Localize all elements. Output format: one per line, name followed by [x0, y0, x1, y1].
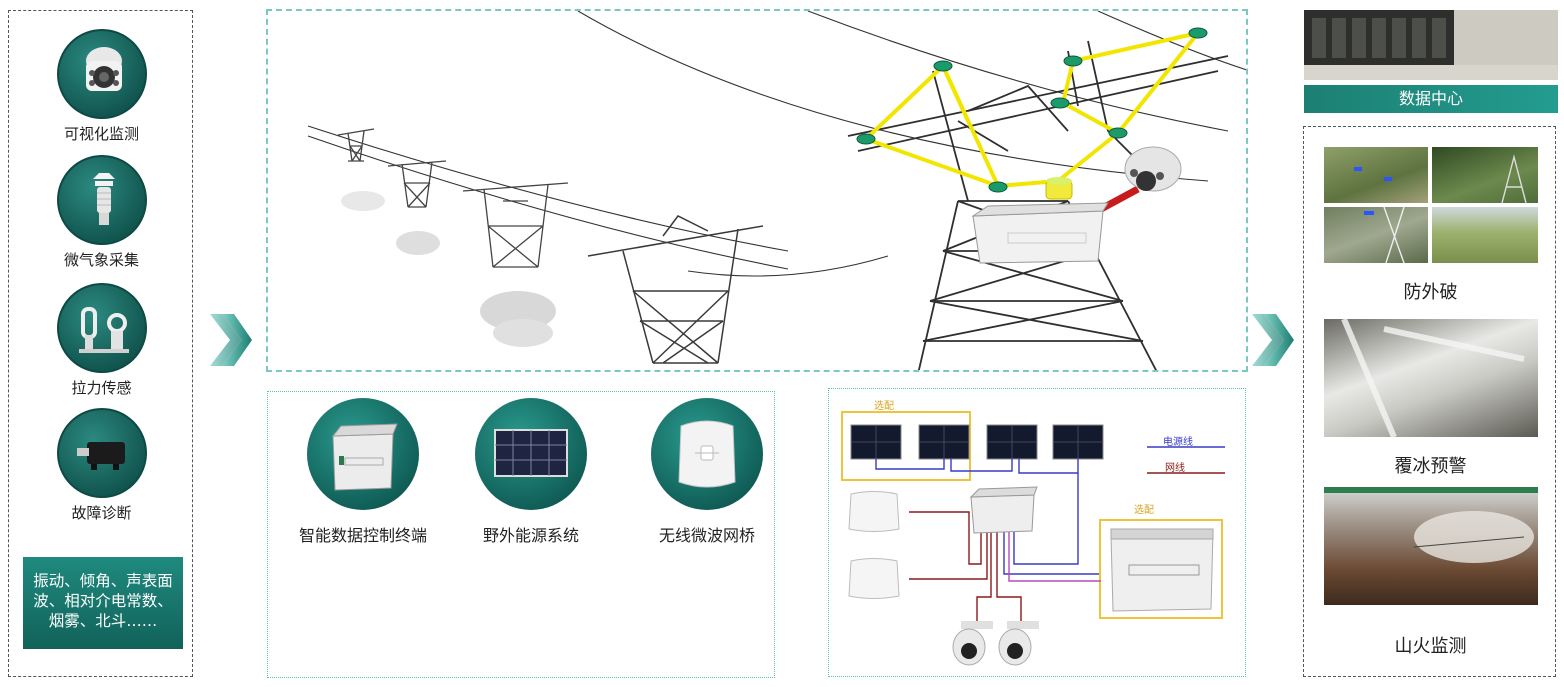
sensor-panel: 可视化监测 微气象采集 拉力传感 [8, 10, 193, 677]
optional-battery-group [1099, 519, 1223, 619]
sensor-label: 故障诊断 [71, 504, 132, 522]
icing-warning-photo [1324, 319, 1538, 437]
device-panel: 智能数据控制终端 野外能源系统 无线微波网桥 [267, 391, 775, 678]
anti-damage-photo-4 [1432, 207, 1538, 263]
chevron-right-icon [1252, 314, 1294, 366]
transmission-towers-illustration [307, 11, 1246, 370]
app-title-icing-warning: 覆冰预警 [1394, 456, 1467, 477]
device-label: 智能数据控制终端 [298, 526, 427, 545]
optional-label: 选配 [1134, 505, 1154, 516]
control-terminal-icon [307, 398, 419, 510]
app-title-anti-damage: 防外破 [1403, 282, 1458, 303]
camera-icon [56, 29, 147, 119]
device-label: 无线微波网桥 [658, 526, 755, 545]
device-control-terminal: 智能数据控制终端 [278, 398, 448, 546]
optional-solar-group [841, 411, 971, 481]
device-label: 野外能源系统 [482, 526, 579, 545]
wildfire-monitoring-photo [1324, 487, 1538, 605]
data-center-photo [1304, 10, 1558, 80]
sensor-visual-monitoring: 可视化监测 [9, 29, 194, 144]
anti-damage-photo-2 [1432, 147, 1538, 203]
wiring-lines [848, 424, 1225, 666]
fault-diagnosis-icon [56, 408, 147, 498]
legend-power-line: 电源线 [1163, 437, 1193, 448]
data-center: 数据中心 [1304, 10, 1558, 113]
microwave-bridge-icon [651, 398, 763, 510]
solar-panel-icon [850, 424, 1104, 460]
sensor-label: 可视化监测 [63, 125, 139, 143]
data-center-label: 数据中心 [1304, 85, 1558, 113]
sensor-label: 拉力传感 [71, 379, 132, 397]
other-parameters-box: 振动、倾角、声表面波、相对介电常数、烟雾、北斗…… [23, 557, 183, 649]
solar-panel-icon [475, 398, 587, 510]
anti-damage-photo-1 [1324, 147, 1428, 203]
optional-label: 选配 [874, 401, 894, 412]
application-panel: 防外破 覆冰预警 山火监测 [1303, 126, 1556, 677]
chevron-right-icon [210, 314, 252, 366]
device-energy-system: 野外能源系统 [446, 398, 616, 546]
sensor-label: 微气象采集 [63, 251, 139, 269]
sensor-fault-diagnosis: 故障诊断 [9, 408, 194, 523]
anti-damage-photo-3 [1324, 207, 1428, 263]
app-title-wildfire-monitoring: 山火监测 [1394, 636, 1467, 657]
wiring-diagram: 选配 选配 [828, 388, 1246, 677]
weather-station-icon [56, 155, 147, 245]
sensor-tension: 拉力传感 [9, 283, 194, 398]
device-microwave-bridge: 无线微波网桥 [622, 398, 792, 546]
legend-network-line: 网线 [1165, 463, 1185, 474]
transmission-line-scene [266, 9, 1248, 372]
sensor-micro-weather: 微气象采集 [9, 155, 194, 270]
tension-sensor-icon [56, 283, 147, 373]
